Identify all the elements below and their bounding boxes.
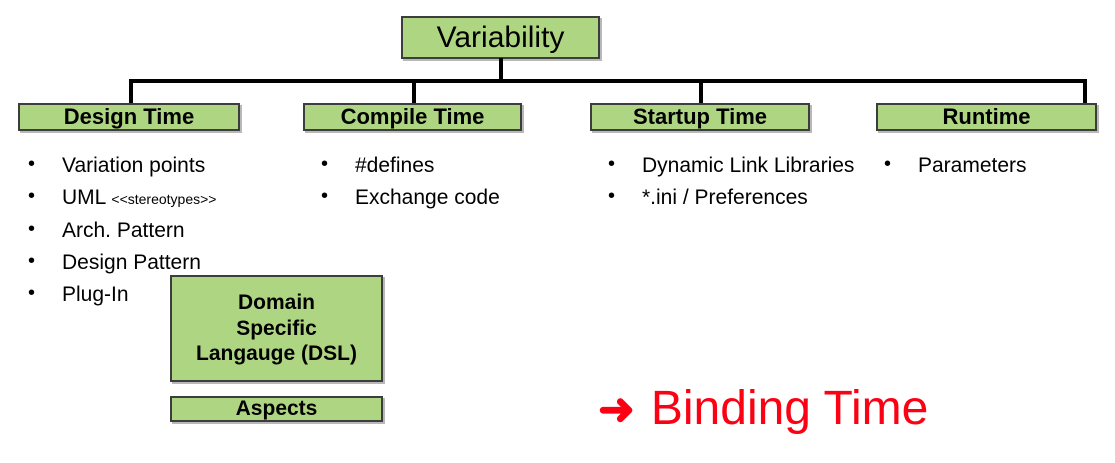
- connector-root-stem: [499, 58, 503, 82]
- list-runtime: Parameters: [876, 151, 1106, 184]
- list-compile-time: #defines Exchange code: [313, 151, 553, 217]
- list-design-time: Variation points UML <<stereotypes>> Arc…: [20, 151, 300, 313]
- list-item-text: *.ini / Preferences: [642, 186, 808, 210]
- node-dsl-line-3: Langauge (DSL): [196, 342, 357, 366]
- list-item-text: Exchange code: [355, 186, 500, 210]
- list-item-text: Parameters: [918, 154, 1027, 177]
- connector-drop-runtime: [1083, 79, 1087, 105]
- node-aspects[interactable]: Aspects: [170, 396, 383, 422]
- list-item: Dynamic Link Libraries: [600, 151, 855, 179]
- node-runtime-label: Runtime: [942, 104, 1031, 129]
- list-item: *.ini / Preferences: [600, 183, 855, 211]
- list-item: Variation points: [20, 151, 300, 179]
- callout-binding-time-label: Binding Time: [650, 382, 929, 435]
- list-item: Parameters: [876, 151, 1106, 179]
- node-variability-label: Variability: [436, 20, 565, 54]
- list-item-text: #defines: [355, 154, 435, 177]
- node-startup-time[interactable]: Startup Time: [590, 103, 810, 131]
- arrow-right-icon: ➜: [598, 384, 635, 434]
- list-item-text: Variation points: [62, 154, 206, 177]
- connector-drop-compile-time: [412, 79, 416, 105]
- node-runtime[interactable]: Runtime: [876, 103, 1097, 131]
- list-item-text: Dynamic Link Libraries: [642, 154, 855, 177]
- list-item: UML <<stereotypes>>: [20, 183, 300, 211]
- list-item: #defines: [313, 151, 553, 179]
- node-design-time-label: Design Time: [63, 104, 195, 129]
- node-compile-time[interactable]: Compile Time: [303, 103, 522, 131]
- node-variability[interactable]: Variability: [401, 16, 600, 59]
- list-startup-time: Dynamic Link Libraries *.ini / Preferenc…: [600, 151, 855, 217]
- list-item-text: UML: [62, 186, 112, 210]
- list-item-note: <<stereotypes>>: [111, 191, 217, 208]
- connector-drop-design-time: [129, 79, 133, 105]
- list-item-text: Design Pattern: [62, 250, 201, 274]
- list-item-text: Plug-In: [62, 283, 129, 307]
- node-dsl-line-2: Specific: [236, 316, 317, 340]
- list-item: Design Pattern: [20, 248, 300, 276]
- list-item: Plug-In: [20, 280, 300, 308]
- list-item: Exchange code: [313, 183, 553, 211]
- list-item: Arch. Pattern: [20, 216, 300, 244]
- node-domain-specific-language[interactable]: Domain Specific Langauge (DSL): [170, 275, 383, 382]
- connector-horizontal-bus: [129, 79, 1087, 83]
- connector-drop-startup-time: [699, 79, 703, 105]
- callout-binding-time: ➜ Binding Time: [598, 381, 928, 436]
- node-compile-time-label: Compile Time: [340, 104, 485, 129]
- node-aspects-label: Aspects: [235, 397, 318, 421]
- node-startup-time-label: Startup Time: [632, 104, 768, 129]
- node-dsl-line-1: Domain: [237, 291, 315, 315]
- node-design-time[interactable]: Design Time: [18, 103, 240, 131]
- list-item-text: Arch. Pattern: [62, 218, 185, 242]
